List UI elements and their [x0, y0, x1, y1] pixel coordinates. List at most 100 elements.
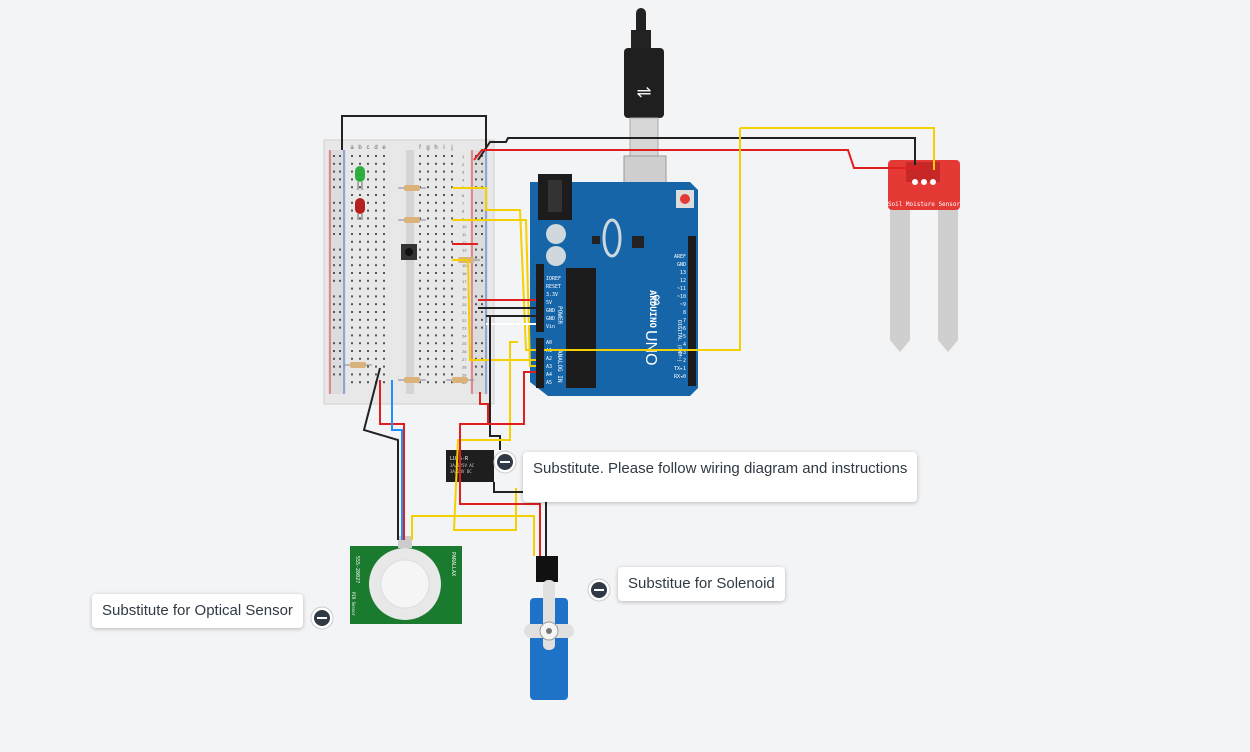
pin-label: IOREF: [546, 276, 561, 282]
pin-label: 4: [683, 342, 686, 348]
breadboard-row-number: 11: [462, 232, 467, 237]
pir-label-left: 555-28027: [354, 556, 360, 583]
breadboard-row-number: 7: [462, 201, 465, 206]
breadboard-letter: h: [434, 145, 437, 151]
pin-label: A0: [546, 340, 552, 346]
pin-label: A3: [546, 364, 552, 370]
breadboard-row-number: 21: [462, 310, 467, 315]
arduino-brand: ARDUINO: [647, 290, 657, 329]
breadboard-row-number: 12: [462, 240, 467, 245]
relay-rating-2: 3A/24V DC: [450, 469, 472, 474]
remove-note-icon-servo[interactable]: [587, 578, 611, 602]
note-relay[interactable]: Substitute. Please follow wiring diagram…: [523, 452, 917, 502]
breadboard-row-number: 4: [462, 177, 465, 182]
resistor-1[interactable]: [398, 185, 426, 191]
pin-label: GND: [546, 308, 555, 314]
analog-header-title: ANALOG IN: [556, 350, 563, 383]
breadboard-row-number: 2: [462, 162, 465, 167]
breadboard-letter: d: [374, 145, 377, 151]
pin-label: ~5: [680, 334, 686, 340]
pin-label: 7: [683, 318, 686, 324]
relay[interactable]: LU-5-R 3A/125V AC 3A/24V DC: [446, 450, 494, 482]
breadboard-letter: e: [382, 145, 386, 151]
breadboard-row-number: 13: [462, 248, 467, 253]
resistor-4[interactable]: [344, 362, 372, 368]
pin-label: 12: [680, 278, 686, 284]
breadboard-letter: g: [426, 145, 429, 151]
breadboard-row-number: 16: [462, 271, 467, 276]
soil-sensor-label: Soil Moisture Sensor: [888, 201, 961, 208]
breadboard-row-number: 20: [462, 302, 467, 307]
breadboard-row-number: 3: [462, 170, 465, 175]
arduino-model: UNO: [642, 330, 659, 366]
breadboard-row-number: 18: [462, 287, 467, 292]
pin-label: Vin: [546, 324, 555, 330]
breadboard-row-number: 6: [462, 193, 465, 198]
pin-label: GND: [546, 316, 555, 322]
pin-label: 3.3V: [546, 292, 558, 298]
pin-label: GND: [677, 262, 686, 268]
breadboard-row-number: 1: [462, 154, 465, 159]
breadboard-letter: i: [443, 145, 444, 151]
pin-label: TX▸1: [674, 366, 686, 372]
pin-label: A2: [546, 356, 552, 362]
breadboard-row-number: 28: [462, 365, 467, 370]
pin-label: A4: [546, 372, 552, 378]
breadboard-row-number: 15: [462, 263, 467, 268]
pin-label: 13: [680, 270, 686, 276]
breadboard-row-number: 9: [462, 216, 465, 221]
breadboard-row-number: 27: [462, 357, 467, 362]
resistor-5[interactable]: [398, 377, 426, 383]
red-led[interactable]: [355, 198, 365, 220]
breadboard-row-number: 8: [462, 209, 465, 214]
pin-label: ~10: [677, 294, 686, 300]
digital-header-labels: AREF GND 13 12 ~11 ~10 ~9 8 7 ~6 ~5 4 ~3 2TX▸1RX◂0: [674, 254, 686, 380]
pin-label: 5V: [546, 300, 552, 306]
remove-note-icon-pir[interactable]: [310, 606, 334, 630]
note-pir[interactable]: Substitute for Optical Sensor: [92, 594, 303, 628]
arduino-infinity-logo: ∞: [648, 294, 665, 305]
power-header-title: POWER: [556, 306, 563, 324]
power-header-labels: IOREF RESET 3.3V 5V GND GND Vin: [546, 276, 561, 330]
remove-note-icon-relay[interactable]: [493, 450, 517, 474]
arduino-board[interactable]: ARDUINO UNO ∞ IOREFRESET3.3V5VGNDGNDVin …: [530, 174, 698, 396]
resistor-2[interactable]: [398, 217, 426, 223]
breadboard-row-number: 26: [462, 349, 467, 354]
wires: [341, 115, 935, 556]
pin-label: ~9: [680, 302, 686, 308]
digital-header-title: DIGITAL (PWM~): [676, 320, 682, 362]
relay-rating-1: 3A/125V AC: [450, 463, 475, 468]
pin-label: RESET: [546, 284, 561, 290]
svg-text:⇌: ⇌: [636, 82, 651, 102]
pir-label-left-2: PIR Sensor: [351, 592, 356, 617]
breadboard-letter: b: [358, 145, 362, 151]
pir-sensor[interactable]: 555-28027 PIR Sensor PARALLAX: [350, 536, 462, 624]
pir-label-right: PARALLAX: [450, 552, 456, 576]
breadboard-row-number: 19: [462, 294, 467, 299]
pin-label: ~11: [677, 286, 686, 292]
pushbutton[interactable]: [401, 244, 417, 260]
breadboard-row-number: 24: [462, 333, 467, 338]
resistor-6[interactable]: [446, 377, 474, 383]
pin-label: AREF: [674, 254, 686, 260]
pin-label: 8: [683, 310, 686, 316]
pin-label: A5: [546, 380, 552, 386]
breadboard-row-number: 10: [462, 224, 467, 229]
pin-label: 2: [683, 358, 686, 364]
soil-moisture-sensor[interactable]: Soil Moisture Sensor: [888, 160, 961, 352]
servo-motor[interactable]: [524, 556, 574, 700]
pin-label: ~6: [680, 326, 686, 332]
breadboard-letter: f: [419, 145, 421, 151]
breadboard-letter: c: [367, 145, 370, 151]
breadboard-letter: a: [350, 145, 354, 151]
green-led[interactable]: [355, 166, 365, 190]
breadboard-row-number: 29: [462, 372, 467, 377]
pin-label: ~3: [680, 350, 686, 356]
breadboard-row-number: 22: [462, 318, 467, 323]
breadboard-row-number: 17: [462, 279, 467, 284]
pin-label: RX◂0: [674, 374, 686, 380]
note-servo[interactable]: Substitue for Solenoid: [618, 567, 785, 601]
